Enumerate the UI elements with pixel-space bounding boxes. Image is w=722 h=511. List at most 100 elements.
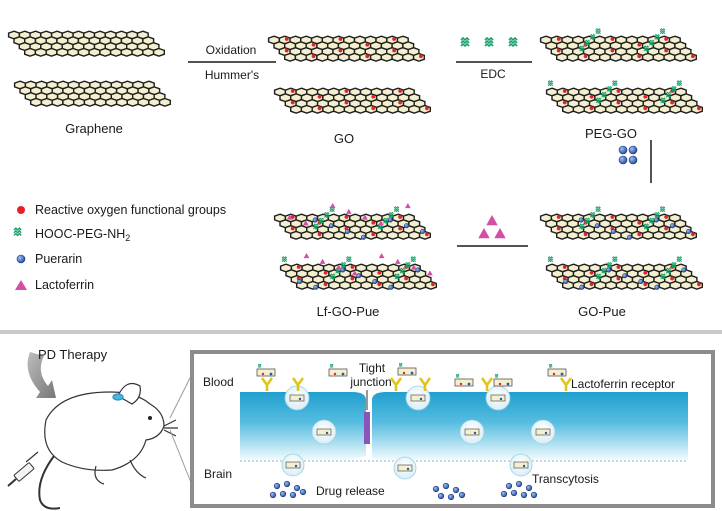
puerarin-bead-icon — [452, 486, 460, 494]
reactive-oxygen-dot-icon — [419, 54, 423, 59]
puerarin-bead-icon — [273, 482, 281, 490]
reactive-oxygen-dot-icon — [589, 106, 594, 111]
peg-zigzag-icon — [13, 227, 22, 237]
nanocarrier-icon — [256, 363, 276, 377]
lactoferrin-triangle-icon — [362, 214, 368, 220]
graphene-label: Graphene — [65, 121, 123, 136]
reactive-oxygen-dot-icon — [290, 89, 295, 93]
reactive-oxygen-dot-icon — [290, 215, 295, 219]
lactoferrin-triangle-icon — [329, 203, 336, 209]
lactoferrin-reagent-icons — [478, 215, 506, 239]
puerarin-bead-icon — [447, 493, 455, 501]
edc-step: EDC — [456, 36, 532, 81]
mouse-legs — [94, 459, 147, 485]
puerarin-bead-icon — [628, 145, 638, 155]
reactive-oxygen-dot-icon — [670, 276, 674, 281]
vesicle-icon — [281, 453, 305, 477]
puerarin-bead-icon — [356, 273, 362, 279]
puerarin-bead-icon — [594, 223, 600, 229]
reactive-oxygen-dot-icon — [610, 48, 615, 53]
reactive-oxygen-dot-icon — [431, 282, 435, 287]
nanocarrier-icon — [328, 363, 348, 377]
legend-peg-subscript: 2 — [125, 233, 130, 243]
reactive-oxygen-dot-icon — [425, 232, 429, 237]
reactive-oxygen-dot-icon — [398, 215, 403, 219]
reactive-oxygen-dot-icon — [556, 226, 561, 231]
reactive-oxygen-dot-icon — [556, 48, 561, 53]
reactive-oxygen-dot-icon — [670, 100, 674, 105]
reactive-oxygen-dot-icon — [556, 37, 561, 41]
reactive-oxygen-dot-icon — [323, 282, 328, 287]
puerarin-bead-icon — [622, 273, 628, 279]
reactive-oxygen-dot-icon — [344, 100, 349, 105]
graphene-sheet — [13, 80, 172, 107]
reactive-oxygen-dot-icon — [664, 37, 669, 41]
reactive-oxygen-dot-icon — [691, 54, 695, 59]
puerarin-bead-icon — [681, 267, 687, 273]
reactive-oxygen-dot-icon — [562, 89, 567, 93]
nanocarrier-icon — [397, 362, 417, 376]
puerarin-bead-icon — [340, 267, 346, 273]
puerarin-bead-icon — [293, 484, 301, 492]
tight-label: Tight — [359, 361, 386, 375]
lactoferrin-receptor-icon — [260, 377, 274, 391]
nanocarrier-icon — [493, 373, 513, 387]
reactive-oxygen-dot-icon — [616, 276, 621, 281]
mouse-ear — [117, 383, 141, 405]
graphene-sheet — [539, 213, 697, 240]
reactive-oxygen-dot-icon — [398, 89, 403, 93]
lactoferrin-triangle-icon — [427, 270, 433, 276]
junction-label: junction — [349, 375, 391, 389]
puerarin-bead-icon — [578, 217, 584, 223]
lactoferrin-triangle-icon — [486, 215, 498, 226]
reactive-oxygen-dot-icon — [664, 48, 668, 53]
puerarin-bead-icon — [618, 145, 628, 155]
legend: Reactive oxygen functional groups HOOC-P… — [13, 203, 226, 292]
puerarin-bead-icon — [579, 284, 585, 290]
reactive-oxygen-dot-icon — [697, 282, 701, 287]
puerarin-bead-icon — [510, 489, 518, 497]
reactive-oxygen-dot-icon — [317, 232, 322, 237]
tight-junction-marker — [364, 412, 370, 444]
puerarin-bead-icon — [458, 491, 466, 499]
reactive-oxygen-dot-icon — [311, 42, 316, 47]
mouse-body — [44, 391, 165, 471]
reactive-oxygen-dot-icon — [637, 54, 642, 59]
puerarin-bead-icon — [442, 482, 450, 490]
graphene-sheets-layer — [7, 30, 703, 290]
transcytosis-label: Transcytosis — [532, 472, 599, 486]
reactive-oxygen-dot-icon — [637, 42, 642, 47]
puerarin-bead-icon — [606, 267, 612, 273]
reactive-oxygen-dot-icon — [338, 48, 343, 53]
mouse-illustration — [38, 383, 178, 510]
lactoferrin-receptors — [256, 362, 573, 391]
hummers-label: Hummer's — [205, 68, 259, 82]
transcytosis-vesicles — [281, 385, 556, 480]
lactoferrin-receptor-icon — [389, 377, 403, 391]
oxidation-label: Oxidation — [206, 43, 257, 57]
graphene-sheet — [545, 263, 703, 290]
reactive-oxygen-dot-icon — [643, 106, 648, 111]
lactoferrin-triangle-icon — [303, 253, 310, 259]
puerarin-bead-icon — [313, 284, 319, 290]
reactive-oxygen-dot-icon — [371, 106, 376, 111]
legend-reactive-oxygen: Reactive oxygen functional groups — [35, 203, 226, 217]
puerarin-bead-icon — [289, 491, 297, 499]
reactive-oxygen-dot-icon — [317, 94, 322, 99]
reactive-oxygen-dot-icon — [425, 106, 429, 111]
lactoferrin-triangle-icon — [405, 203, 411, 209]
reactive-oxygen-dot-icon — [583, 232, 588, 237]
puerarin-bead-icon — [437, 492, 445, 500]
lactoferrin-triangle-icon — [378, 220, 384, 226]
reactive-oxygen-dot-icon — [637, 220, 642, 225]
vesicle-icon — [459, 419, 485, 445]
reactive-oxygen-dot-icon — [371, 220, 376, 225]
lactoferrin-triangle-icon — [335, 264, 342, 270]
puerarin-bead-icon — [312, 217, 318, 223]
brain-label: Brain — [204, 467, 232, 481]
graphene-sheet — [267, 35, 425, 62]
reactive-oxygen-dot-icon — [371, 232, 376, 237]
puerarin-bead-icon — [653, 217, 659, 223]
puerarin-step — [618, 140, 652, 183]
reactive-oxygen-dot-icon — [344, 215, 349, 219]
